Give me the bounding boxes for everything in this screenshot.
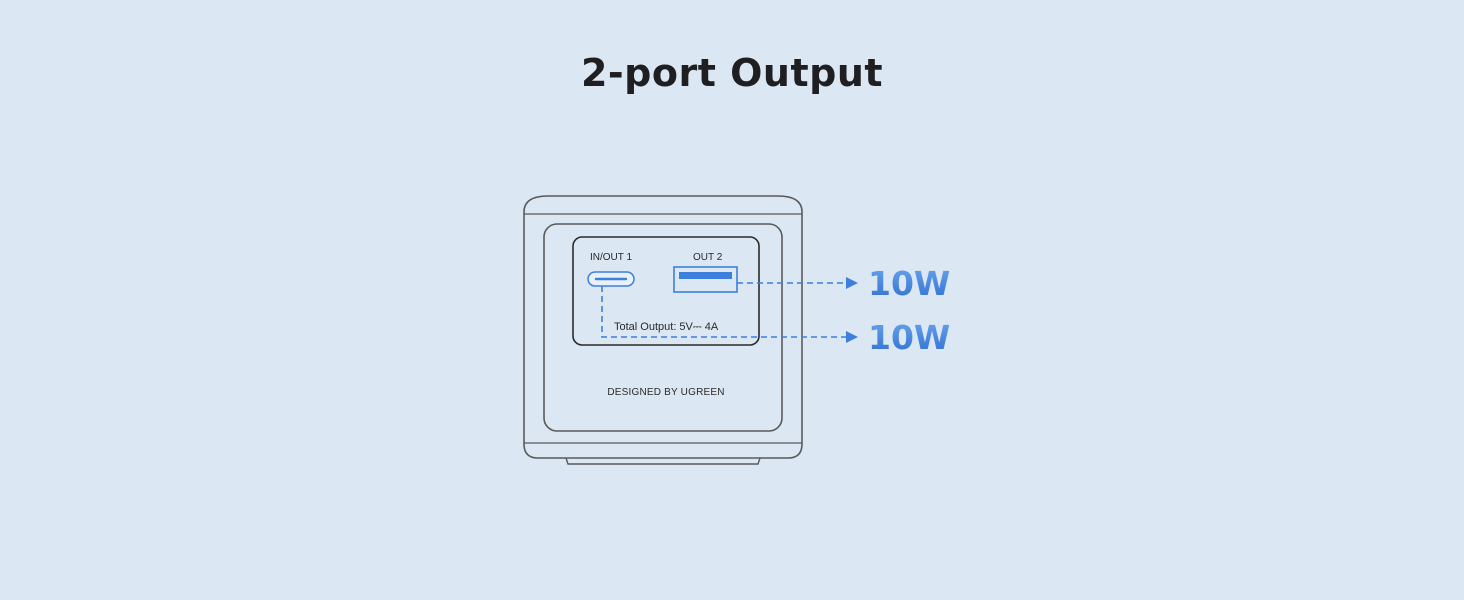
out2-connector [737, 277, 858, 289]
port1-power-label: 10W [868, 318, 950, 357]
usb-c-port-icon [587, 271, 635, 287]
port-panel [572, 236, 760, 346]
charger-body [523, 195, 803, 465]
page-title: 2-port Output [580, 51, 884, 95]
arrow-right-icon [846, 331, 858, 343]
usb-a-port-icon [673, 266, 738, 293]
front-panel [543, 223, 783, 432]
port1-connector [601, 286, 858, 343]
arrow-right-icon [846, 277, 858, 289]
total-output-text: Total Output: 5V⎓ 4A [614, 321, 719, 333]
brand-text: DESIGNED BY UGREEN [607, 387, 724, 398]
port2-label: OUT 2 [693, 252, 723, 263]
port1-label: IN/OUT 1 [590, 252, 632, 263]
out2-power-label: 10W [868, 264, 950, 303]
